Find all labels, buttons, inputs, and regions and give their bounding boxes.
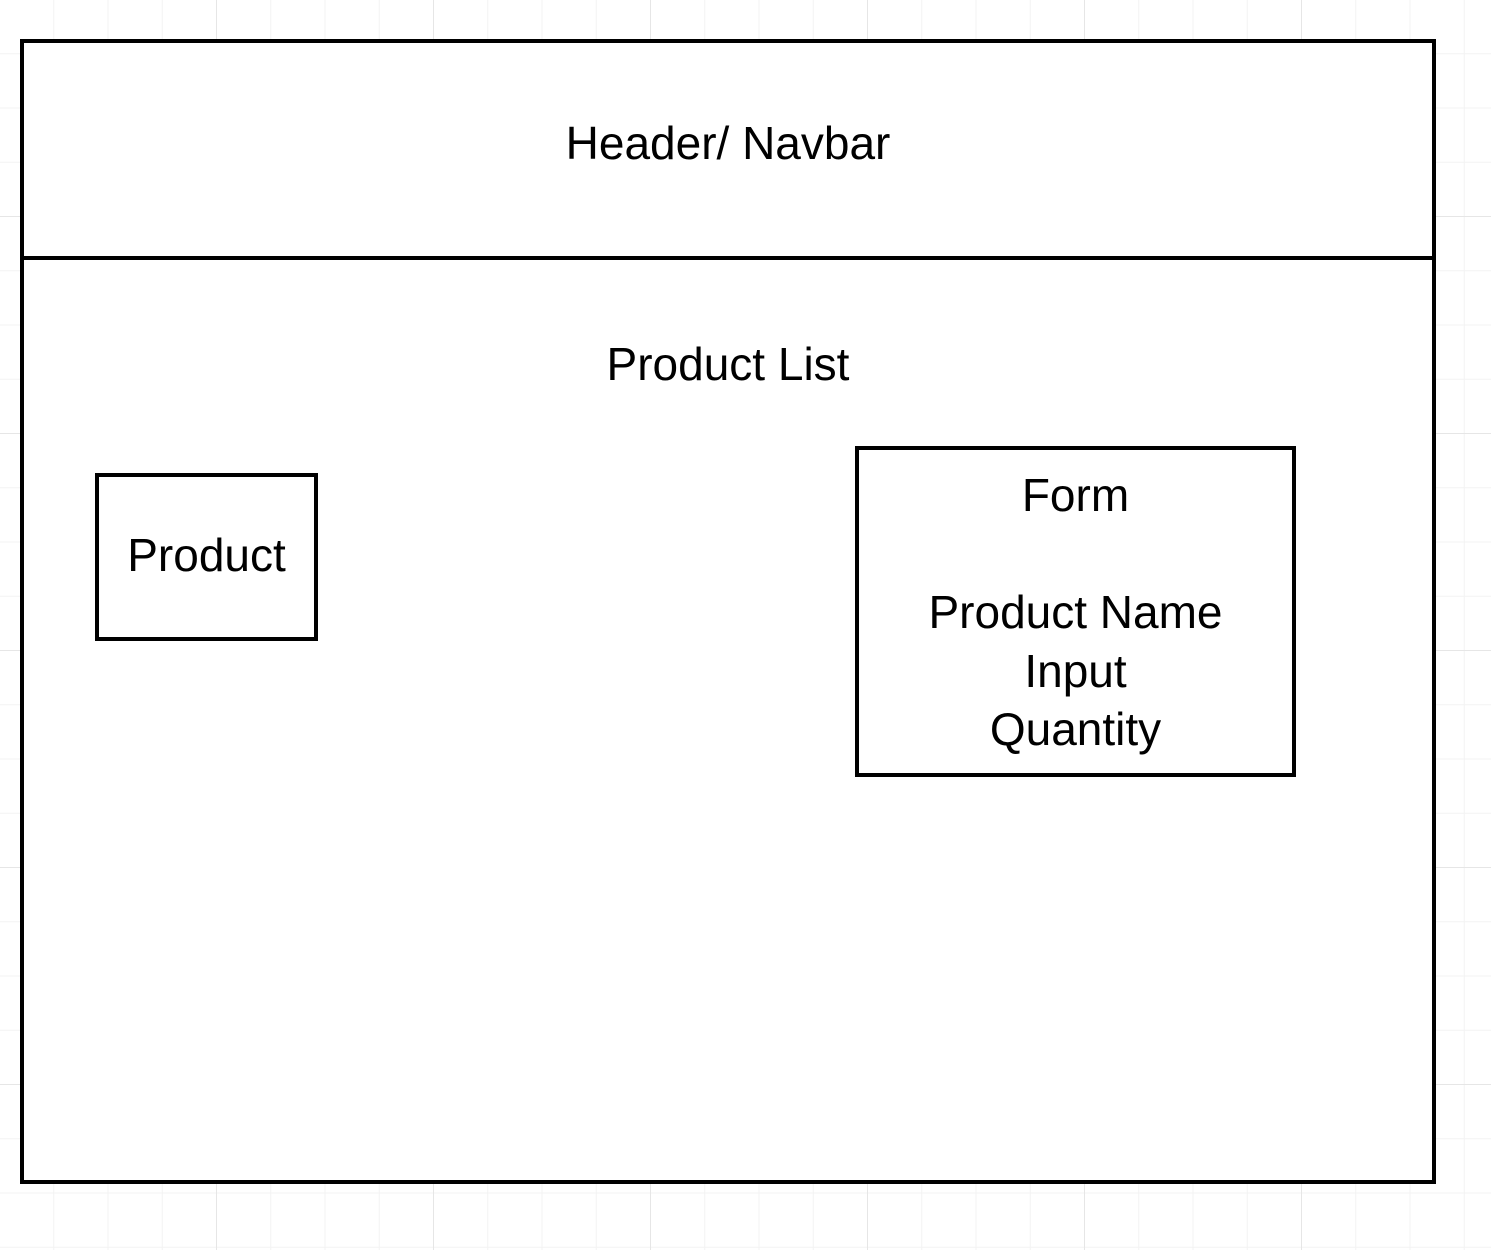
form-field-product-name: Product Name (928, 586, 1223, 638)
product-list-label: Product List (606, 338, 850, 390)
header-navbar-label: Header/ Navbar (565, 117, 891, 169)
form-title: Form (1021, 469, 1130, 521)
form-field-quantity: Quantity (989, 703, 1162, 755)
form-box (855, 446, 1296, 777)
form-field-list: Product Name Input Quantity (855, 583, 1296, 759)
header-divider (20, 256, 1436, 260)
form-field-input: Input (1024, 644, 1127, 697)
product-box (95, 473, 318, 641)
product-label: Product (127, 529, 286, 581)
